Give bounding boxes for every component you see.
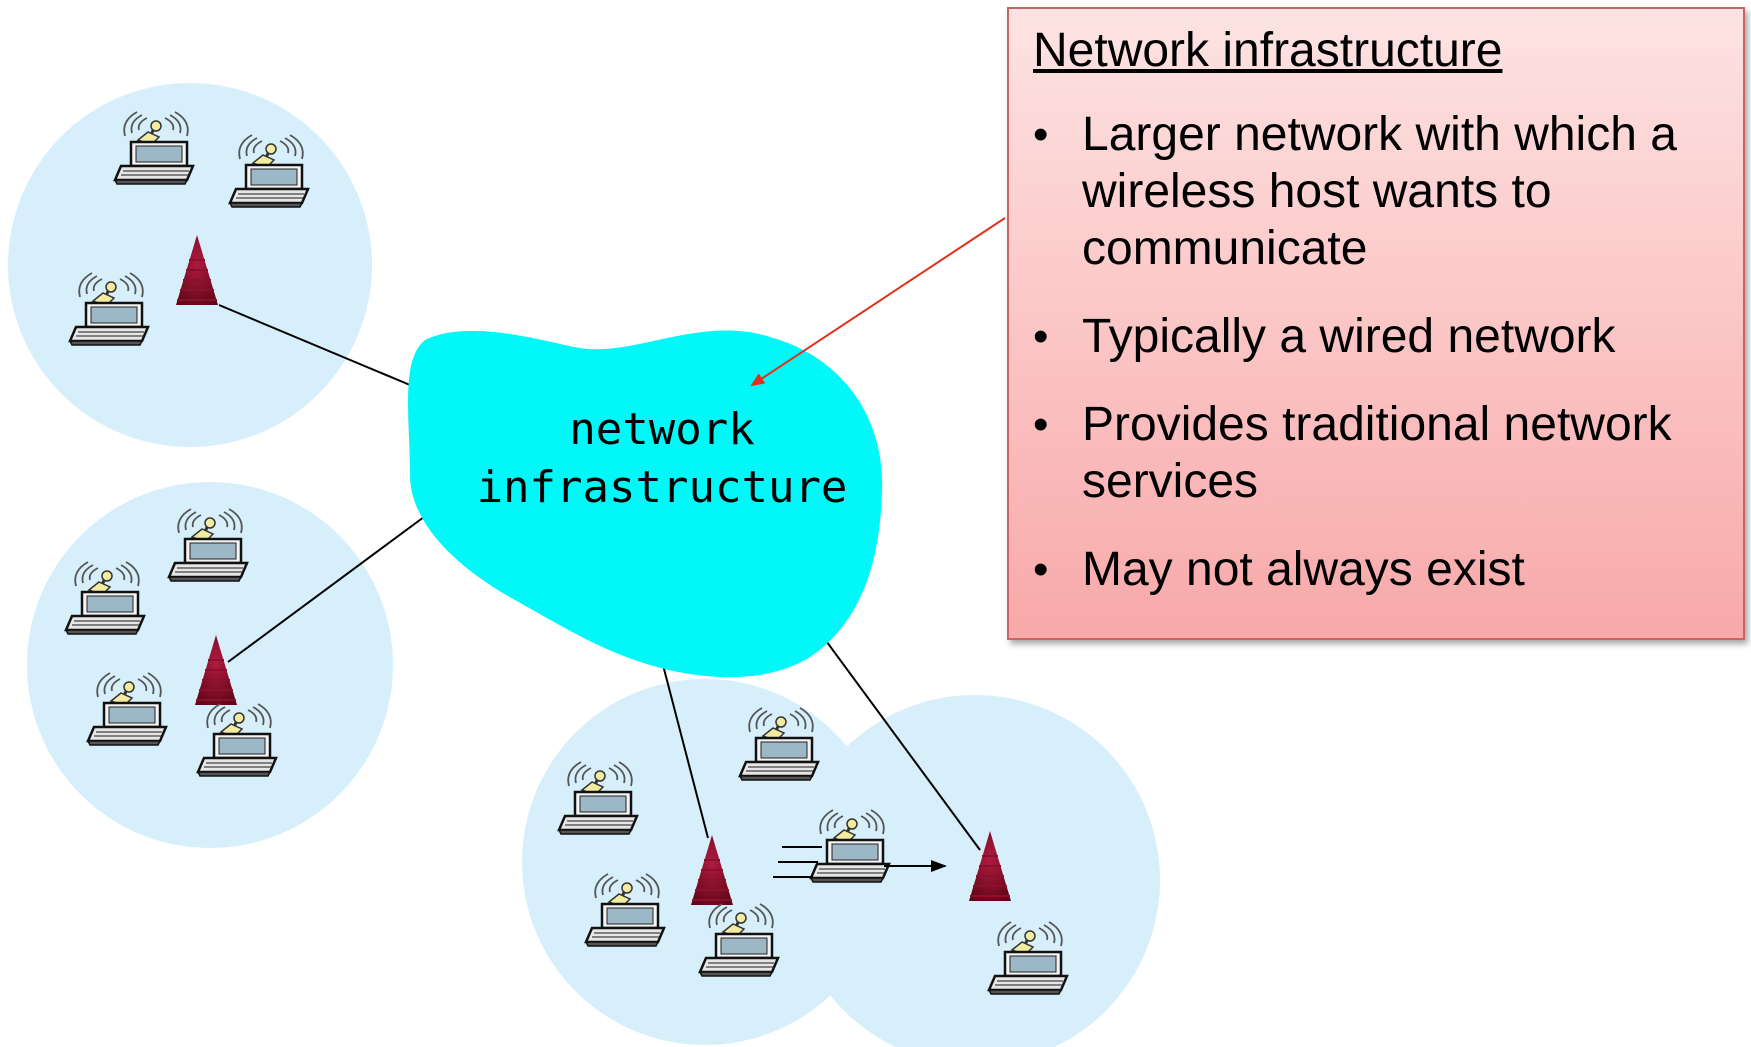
callout-title: Network infrastructure [1033, 24, 1503, 77]
callout-bullet: Provides traditional network services [1029, 396, 1725, 510]
callout-box: Network infrastructure Larger network wi… [1007, 7, 1745, 640]
wired-link-bottom-right [820, 633, 981, 851]
callout-bullet: May not always exist [1029, 541, 1725, 598]
wired-link-bottom-middle [662, 664, 709, 839]
cloud-label-line1: network [569, 404, 754, 455]
wired-link-middle-left [227, 513, 429, 663]
callout-bullet: Larger network with which a wireless hos… [1029, 106, 1725, 277]
callout-bullet-list: Larger network with which a wireless hos… [1029, 106, 1725, 598]
network-infrastructure-cloud [408, 330, 883, 678]
callout-bullet: Typically a wired network [1029, 308, 1725, 365]
cloud-label-line2: infrastructure [477, 462, 848, 513]
callout-pointer-arrow [750, 217, 1006, 387]
wired-link-top-left [218, 304, 411, 386]
cell-bottom-right [790, 695, 1160, 1047]
